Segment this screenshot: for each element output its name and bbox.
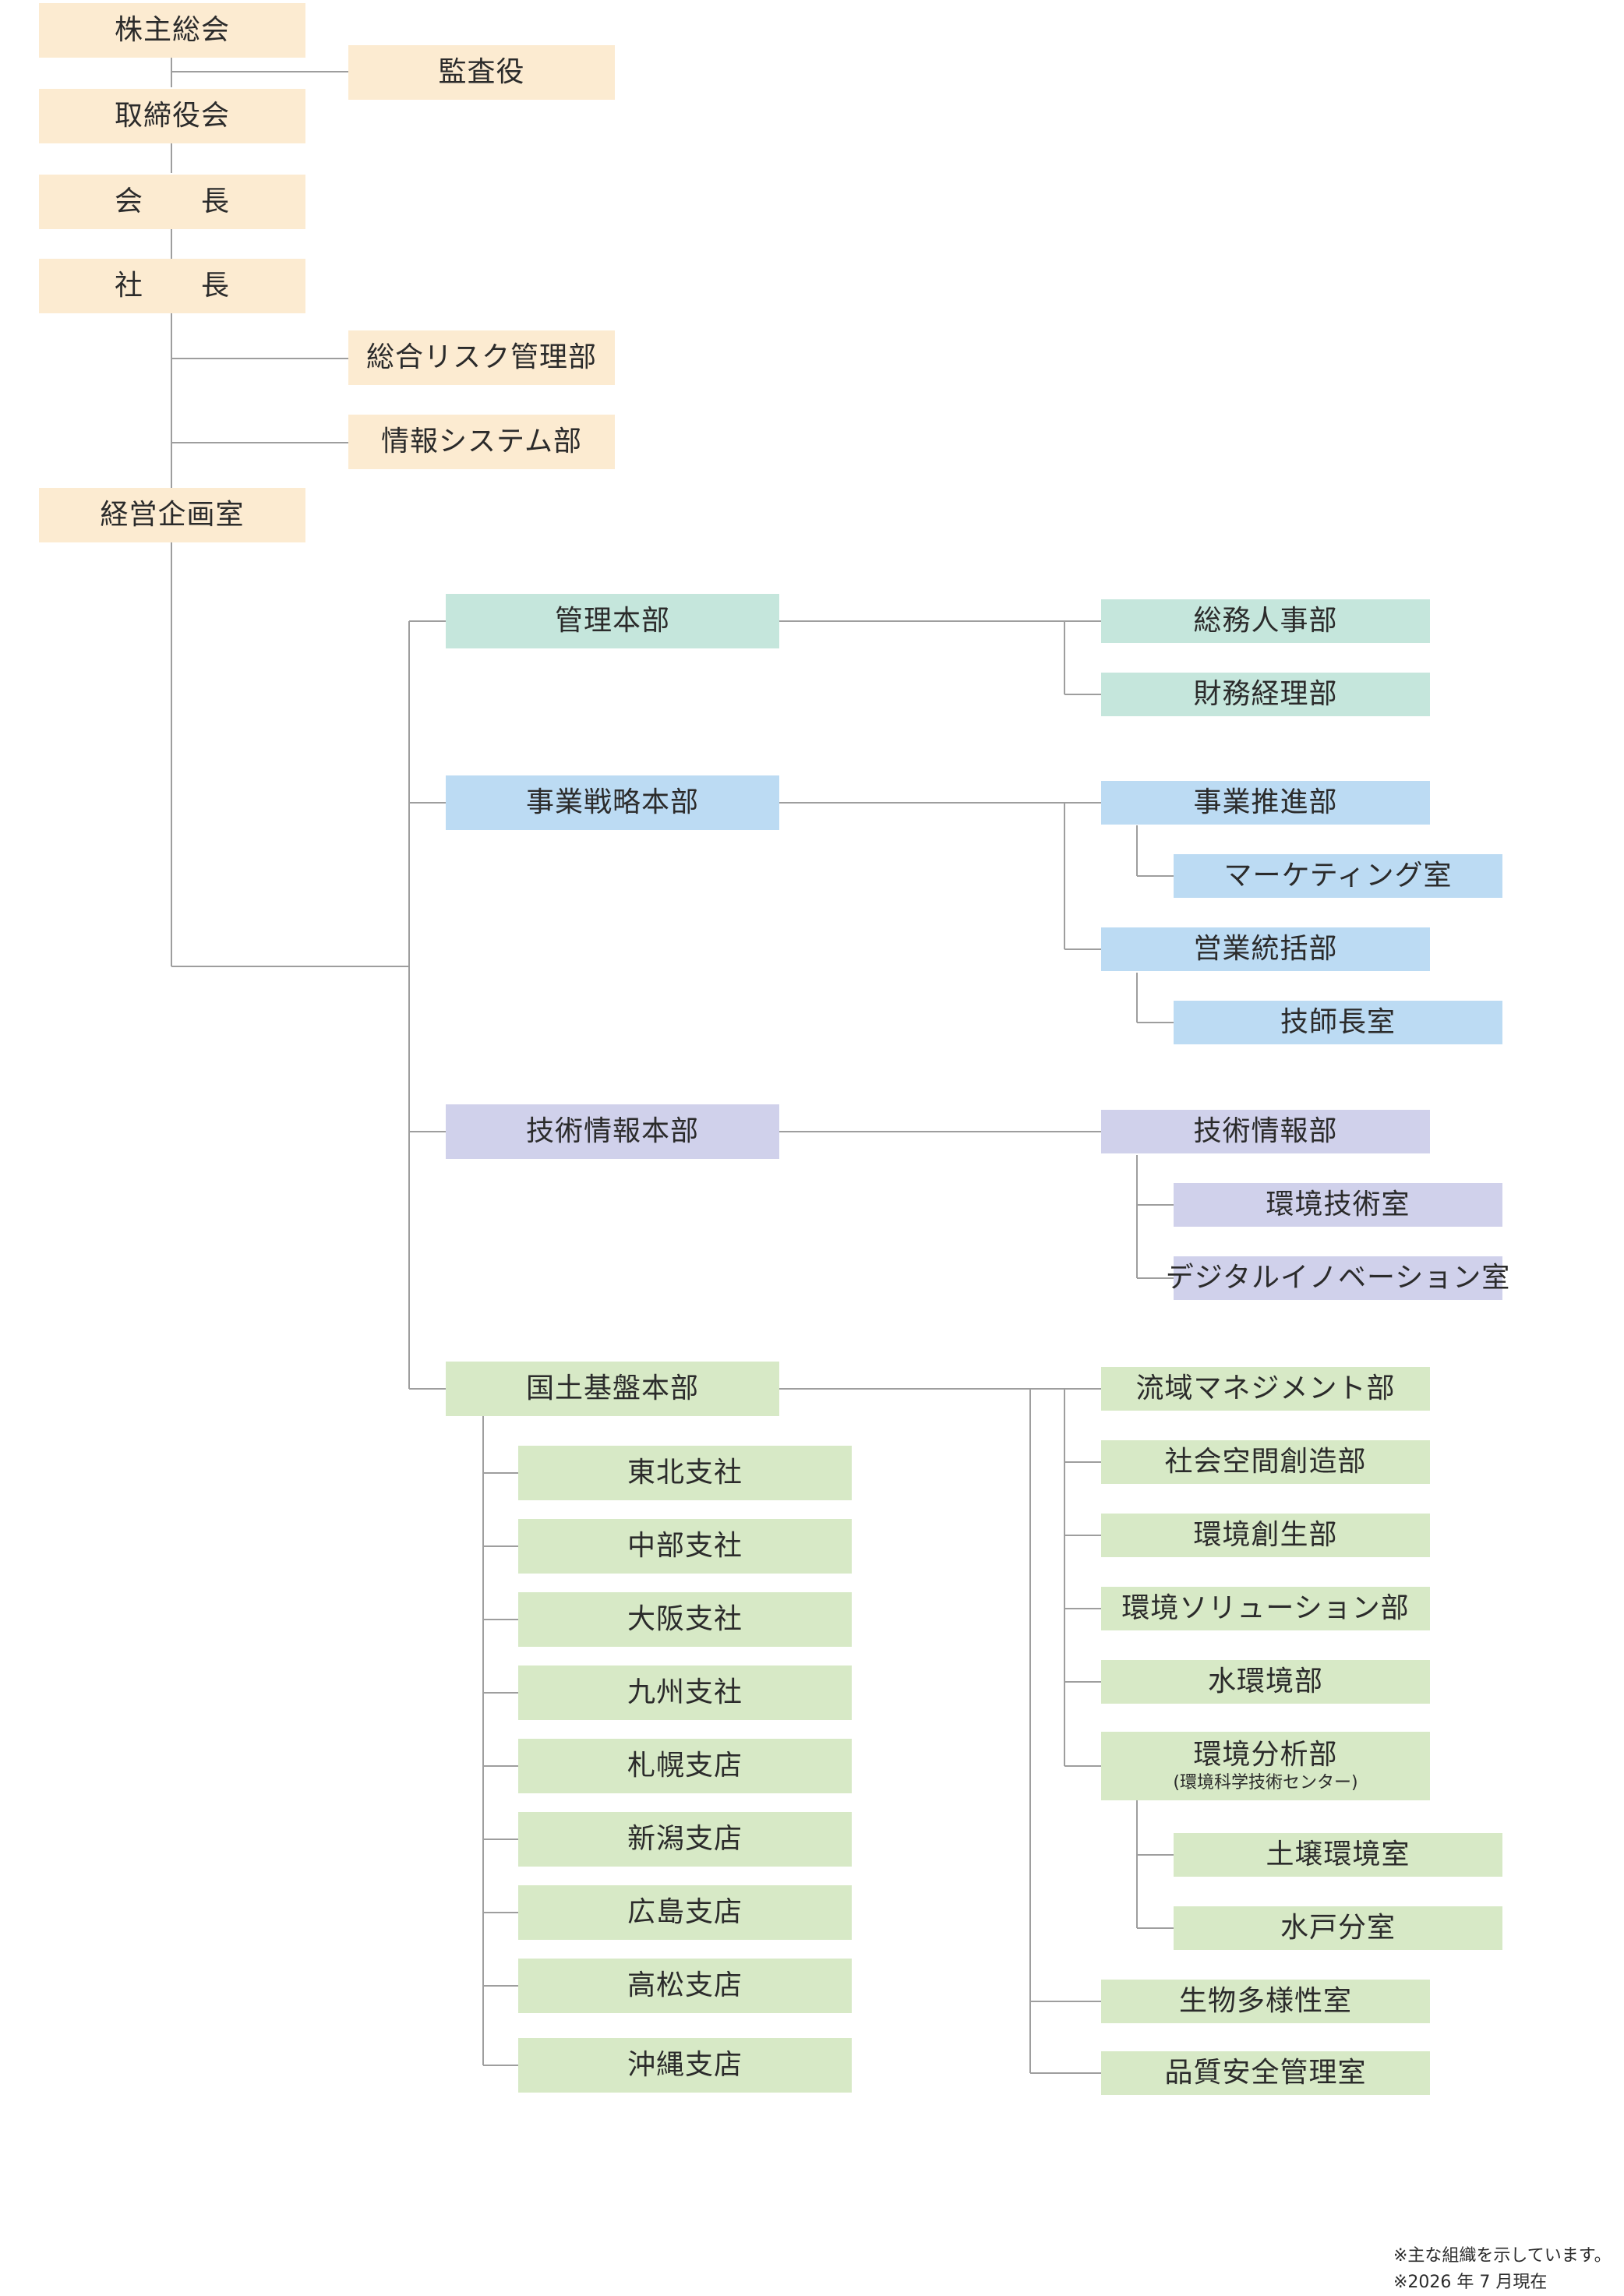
node-label: 広島支店 bbox=[627, 1896, 743, 1929]
room-chief-engineer: 技師長室 bbox=[1174, 1001, 1502, 1044]
node-label: 事業推進部 bbox=[1193, 786, 1338, 819]
node-label: 環境ソリューション部 bbox=[1121, 1592, 1410, 1625]
node-label: 取締役会 bbox=[114, 100, 230, 132]
room-marketing: マーケティング室 bbox=[1174, 854, 1502, 898]
node-label: 大阪支社 bbox=[627, 1603, 743, 1636]
branch-niigata: 新潟支店 bbox=[518, 1812, 852, 1867]
node-label: 九州支社 bbox=[627, 1676, 743, 1709]
dept-finance: 財務経理部 bbox=[1101, 673, 1430, 716]
dept-water-environment: 水環境部 bbox=[1101, 1660, 1430, 1704]
node-shareholders: 株主総会 bbox=[39, 3, 305, 58]
room-soil-environment: 土壌環境室 bbox=[1174, 1833, 1502, 1877]
node-label: 中部支社 bbox=[627, 1530, 743, 1563]
branch-takamatsu: 高松支店 bbox=[518, 1959, 852, 2013]
node-label: 新潟支店 bbox=[627, 1823, 743, 1856]
room-environmental-technology: 環境技術室 bbox=[1174, 1183, 1502, 1227]
node-risk-management: 総合リスク管理部 bbox=[348, 330, 615, 385]
node-label: 国土基盤本部 bbox=[525, 1372, 699, 1405]
dept-environmental-creation: 環境創生部 bbox=[1101, 1514, 1430, 1557]
node-label: 技術情報部 bbox=[1193, 1115, 1338, 1148]
division-technical-information: 技術情報本部 bbox=[446, 1104, 779, 1159]
node-label: 環境技術室 bbox=[1266, 1189, 1410, 1221]
dept-technical-information: 技術情報部 bbox=[1101, 1110, 1430, 1153]
node-label: 管理本部 bbox=[554, 605, 670, 638]
node-president: 社 長 bbox=[39, 259, 305, 313]
node-chairman: 会 長 bbox=[39, 175, 305, 229]
node-label: デジタルイノベーション室 bbox=[1165, 1262, 1511, 1295]
branch-okinawa: 沖縄支店 bbox=[518, 2038, 852, 2093]
node-label: 札幌支店 bbox=[627, 1750, 743, 1782]
node-label: 東北支社 bbox=[627, 1457, 743, 1489]
room-mito-branch: 水戸分室 bbox=[1174, 1906, 1502, 1950]
node-label: 技師長室 bbox=[1280, 1006, 1396, 1039]
division-national-infrastructure: 国土基盤本部 bbox=[446, 1362, 779, 1416]
dept-general-affairs: 総務人事部 bbox=[1101, 599, 1430, 643]
node-information-systems: 情報システム部 bbox=[348, 415, 615, 469]
node-label: 会 長 bbox=[114, 185, 230, 218]
node-label: 財務経理部 bbox=[1193, 678, 1338, 711]
dept-river-basin: 流域マネジメント部 bbox=[1101, 1367, 1430, 1411]
node-label: 社会空間創造部 bbox=[1164, 1446, 1367, 1478]
node-label: 水戸分室 bbox=[1280, 1912, 1396, 1945]
node-label: 経営企画室 bbox=[100, 499, 245, 532]
node-subtitle: (環境科学技術センター) bbox=[1173, 1772, 1358, 1793]
node-corporate-planning: 経営企画室 bbox=[39, 488, 305, 542]
branch-hiroshima: 広島支店 bbox=[518, 1885, 852, 1940]
branch-chubu: 中部支社 bbox=[518, 1519, 852, 1574]
node-label: 高松支店 bbox=[627, 1969, 743, 2002]
room-digital-innovation: デジタルイノベーション室 bbox=[1166, 1256, 1509, 1300]
node-label: 土壌環境室 bbox=[1266, 1839, 1410, 1871]
footnotes: ※主な組織を示しています。 ※2026 年 7 月現在 bbox=[1393, 2243, 1612, 2296]
node-label: 株主総会 bbox=[114, 14, 230, 47]
room-quality-safety: 品質安全管理室 bbox=[1101, 2051, 1430, 2095]
dept-environmental-solutions: 環境ソリューション部 bbox=[1101, 1587, 1430, 1630]
branch-sapporo: 札幌支店 bbox=[518, 1739, 852, 1793]
node-label: 総務人事部 bbox=[1193, 605, 1338, 638]
division-management: 管理本部 bbox=[446, 594, 779, 648]
branch-kyushu: 九州支社 bbox=[518, 1665, 852, 1720]
branch-osaka: 大阪支社 bbox=[518, 1592, 852, 1647]
node-label: 沖縄支店 bbox=[627, 2049, 743, 2082]
node-label: 営業統括部 bbox=[1193, 933, 1338, 966]
node-label: 品質安全管理室 bbox=[1164, 2057, 1367, 2089]
node-label: 総合リスク管理部 bbox=[365, 341, 597, 374]
node-label: 環境創生部 bbox=[1193, 1519, 1338, 1552]
footnote: ※2026 年 7 月現在 bbox=[1393, 2273, 1548, 2293]
node-board: 取締役会 bbox=[39, 89, 305, 143]
footnote: ※主な組織を示しています。 bbox=[1393, 2246, 1612, 2266]
node-auditor: 監査役 bbox=[348, 45, 615, 100]
node-label: マーケティング室 bbox=[1223, 860, 1453, 892]
dept-social-space: 社会空間創造部 bbox=[1101, 1440, 1430, 1484]
node-label: 環境分析部 bbox=[1193, 1739, 1338, 1771]
node-label: 社 長 bbox=[114, 270, 230, 302]
node-label: 情報システム部 bbox=[381, 426, 582, 458]
node-label: 流域マネジメント部 bbox=[1135, 1372, 1396, 1405]
dept-sales: 営業統括部 bbox=[1101, 927, 1430, 971]
node-label: 生物多様性室 bbox=[1178, 1985, 1352, 2018]
branch-tohoku: 東北支社 bbox=[518, 1446, 852, 1500]
dept-environmental-analysis: 環境分析部 (環境科学技術センター) bbox=[1101, 1732, 1430, 1800]
node-label: 事業戦略本部 bbox=[525, 786, 699, 819]
division-business-strategy: 事業戦略本部 bbox=[446, 775, 779, 830]
dept-business-promotion: 事業推進部 bbox=[1101, 781, 1430, 825]
node-label: 技術情報本部 bbox=[525, 1115, 699, 1148]
node-label: 監査役 bbox=[438, 56, 525, 89]
room-biodiversity: 生物多様性室 bbox=[1101, 1980, 1430, 2023]
node-label: 水環境部 bbox=[1207, 1665, 1323, 1698]
